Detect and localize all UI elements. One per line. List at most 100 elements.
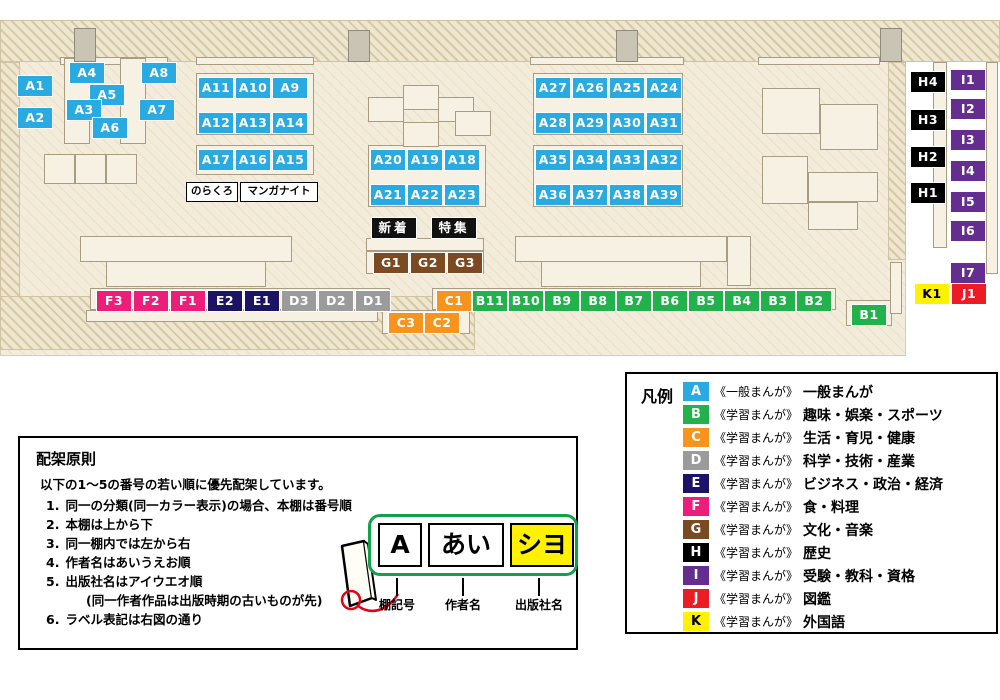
shelf-label-a18: A18	[445, 150, 479, 170]
shelf-label-a2: A2	[18, 108, 52, 128]
shelf-label-b3: B3	[761, 291, 795, 311]
legend-category-label: 図鑑	[803, 591, 832, 608]
shelf-label-d2: D2	[319, 291, 353, 311]
shelf-label-a4: A4	[70, 63, 104, 83]
shelf-label-h3: H3	[911, 110, 945, 130]
principle-number: 2.	[46, 517, 60, 532]
shelf-label-c2: C2	[425, 313, 459, 333]
principle-number: 1.	[46, 498, 60, 513]
label-author-name: あい	[428, 523, 504, 567]
shelf-block	[75, 154, 106, 184]
shelf-block	[530, 57, 684, 65]
floor-hatch-strip	[888, 62, 906, 260]
wall-pillar	[348, 30, 370, 62]
shelf-label-f2: F2	[134, 291, 168, 311]
annotation-line	[462, 578, 464, 596]
shelf-block	[86, 310, 378, 322]
magnify-leader-line	[357, 593, 400, 613]
shelf-label-b4: B4	[725, 291, 759, 311]
shelf-block	[455, 111, 491, 136]
shelf-label-a9: A9	[273, 78, 307, 98]
principle-text: 出版社名はアイウエオ順	[65, 574, 203, 589]
shelf-label-b2: B2	[797, 291, 831, 311]
principles-title: 配架原則	[36, 450, 97, 468]
shelf-label-a37: A37	[573, 185, 607, 205]
shelf-label-a11: A11	[199, 78, 233, 98]
shelf-block	[44, 154, 75, 184]
shelf-label-a12: A12	[199, 113, 233, 133]
shelf-label-a32: A32	[647, 150, 681, 170]
shelf-label-h4: H4	[911, 72, 945, 92]
label-example-box: A あい シヨ	[368, 514, 578, 576]
shelf-label-a34: A34	[573, 150, 607, 170]
shelf-label-a16: A16	[236, 150, 270, 170]
map-text-label: 新着	[372, 218, 416, 238]
principles-intro: 以下の1〜5の番号の若い順に優先配架しています。	[40, 477, 331, 492]
legend-scope-label: 《学習まんが》	[714, 454, 799, 468]
legend-scope-label: 《学習まんが》	[714, 546, 799, 560]
legend-category-label: ビジネス・政治・経済	[803, 476, 944, 493]
shelf-label-a21: A21	[371, 185, 405, 205]
legend-category-label: 外国語	[803, 614, 846, 631]
shelf-label-i7: I7	[951, 263, 985, 283]
shelf-label-c1: C1	[437, 291, 471, 311]
floor-hatch-strip	[0, 20, 1000, 62]
shelf-label-a30: A30	[610, 113, 644, 133]
shelf-label-b6: B6	[653, 291, 687, 311]
legend-category-label: 歴史	[803, 545, 832, 562]
map-text-label: 特集	[432, 218, 476, 238]
shelf-label-a36: A36	[536, 185, 570, 205]
wall-pillar	[616, 30, 638, 62]
shelf-label-a19: A19	[408, 150, 442, 170]
shelf-label-a10: A10	[236, 78, 270, 98]
shelf-label-b8: B8	[581, 291, 615, 311]
legend-row-d: D《学習まんが》科学・技術・産業	[683, 449, 943, 472]
annotation-3: 出版社名	[514, 598, 563, 612]
legend-scope-label: 《学習まんが》	[714, 569, 799, 583]
legend-scope-label: 《学習まんが》	[714, 408, 799, 422]
shelf-block	[762, 156, 808, 204]
shelf-label-i4: I4	[951, 161, 985, 181]
principle-note: (同一作者作品は出版時期の古いものが先)	[86, 593, 323, 608]
legend-category-label: 一般まんが	[803, 384, 874, 401]
shelf-label-b9: B9	[545, 291, 579, 311]
shelf-label-a3: A3	[67, 100, 101, 120]
shelf-block	[986, 62, 998, 274]
legend-row-i: I 《学習まんが》受験・教科・資格	[683, 564, 943, 587]
shelf-label-a7: A7	[140, 100, 174, 120]
annotation-2: 作者名	[444, 598, 481, 612]
shelf-label-c3: C3	[389, 313, 423, 333]
shelf-label-g3: G3	[448, 253, 482, 273]
principle-number: 3.	[46, 536, 60, 551]
shelf-label-a28: A28	[536, 113, 570, 133]
legend-swatch-c: C	[683, 428, 709, 447]
shelf-label-f1: F1	[171, 291, 205, 311]
legend-scope-label: 《学習まんが》	[714, 523, 799, 537]
shelf-block	[106, 154, 137, 184]
shelf-label-k1: K1	[915, 284, 949, 304]
shelf-label-a15: A15	[273, 150, 307, 170]
legend-row-g: G《学習まんが》文化・音楽	[683, 518, 943, 541]
legend-scope-label: 《学習まんが》	[714, 477, 799, 491]
annotation-1: 棚記号	[378, 598, 415, 612]
shelf-label-i6: I6	[951, 221, 985, 241]
shelf-block	[515, 236, 727, 262]
legend-category-label: 文化・音楽	[803, 522, 874, 539]
shelf-block	[890, 262, 902, 314]
shelf-label-a29: A29	[573, 113, 607, 133]
shelf-label-a31: A31	[647, 113, 681, 133]
shelf-label-h2: H2	[911, 147, 945, 167]
wall-pillar	[880, 28, 902, 62]
shelf-label-f3: F3	[97, 291, 131, 311]
shelf-label-j1: J1	[952, 284, 986, 304]
shelf-block	[820, 104, 878, 150]
principle-number: 4.	[46, 555, 60, 570]
legend-category-label: 受験・教科・資格	[803, 568, 916, 585]
shelf-block	[366, 238, 484, 251]
legend-swatch-i: I	[683, 566, 709, 585]
shelf-label-d3: D3	[282, 291, 316, 311]
principle-text: 同一の分類(同一カラー表示)の場合、本棚は番号順	[65, 498, 352, 513]
shelf-label-a17: A17	[199, 150, 233, 170]
